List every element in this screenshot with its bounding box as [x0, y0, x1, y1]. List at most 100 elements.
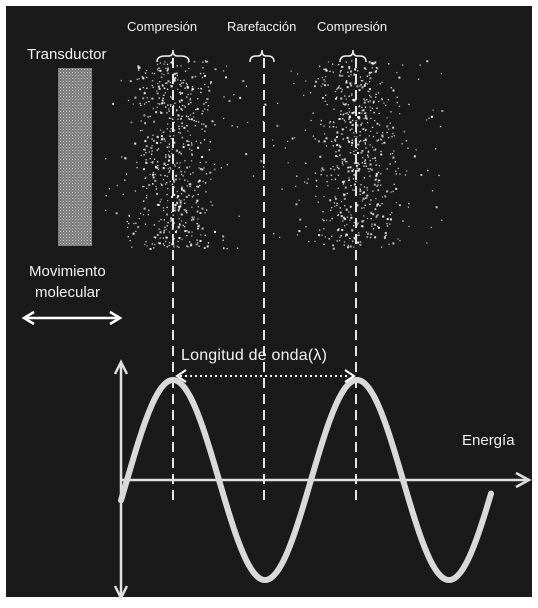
particle	[191, 89, 193, 92]
particle	[386, 225, 389, 227]
particle	[390, 87, 392, 89]
particle	[310, 119, 312, 122]
particle	[398, 204, 401, 207]
particle	[356, 167, 358, 169]
particle	[140, 120, 142, 122]
particle	[392, 89, 395, 92]
particle	[131, 246, 133, 248]
particle	[366, 83, 369, 85]
particle	[152, 134, 154, 136]
particle	[163, 209, 165, 211]
particle	[233, 94, 235, 96]
particle	[366, 189, 368, 191]
particle	[330, 168, 332, 170]
particle	[368, 88, 371, 91]
particle	[352, 123, 354, 126]
particle	[315, 195, 317, 197]
particle	[365, 68, 367, 70]
particle	[143, 154, 145, 156]
particle	[441, 219, 443, 221]
particle	[390, 191, 392, 193]
particle	[157, 148, 160, 150]
particle	[365, 231, 368, 233]
particle	[181, 109, 183, 111]
particle	[324, 100, 326, 102]
particle	[164, 140, 166, 142]
particle	[406, 170, 408, 172]
particle	[238, 215, 240, 217]
particle	[179, 178, 181, 180]
particle	[349, 237, 351, 240]
particle	[319, 65, 321, 67]
particle	[368, 170, 370, 173]
particle	[148, 209, 150, 211]
particle	[380, 139, 382, 141]
particle	[379, 124, 381, 126]
particle	[348, 179, 350, 182]
particle	[166, 70, 168, 72]
particle	[336, 204, 338, 207]
particle	[347, 167, 349, 169]
particle	[341, 229, 344, 231]
particle	[430, 226, 432, 229]
particle	[368, 71, 371, 74]
particle	[185, 115, 188, 117]
particle	[323, 79, 325, 81]
particle	[152, 162, 154, 164]
particle	[347, 244, 349, 246]
particle	[160, 142, 162, 144]
particle	[151, 97, 154, 100]
particle	[170, 219, 173, 221]
particle	[323, 228, 325, 230]
particle	[187, 246, 189, 248]
particle	[170, 138, 172, 140]
particle	[367, 151, 369, 153]
particle	[358, 141, 361, 143]
particle	[298, 230, 301, 233]
particle	[346, 86, 349, 89]
particle	[140, 154, 142, 157]
particle	[321, 77, 324, 79]
particle	[372, 213, 375, 216]
particle	[320, 85, 322, 87]
particle	[128, 215, 130, 217]
particle	[205, 101, 207, 104]
particle	[363, 207, 365, 209]
particle	[139, 130, 142, 132]
compression-right-bracket	[339, 49, 367, 63]
particle	[365, 82, 367, 84]
particle	[399, 173, 401, 175]
particle	[130, 121, 133, 124]
particle	[367, 150, 370, 152]
particle	[170, 128, 172, 130]
particle	[198, 245, 200, 247]
particle	[331, 140, 333, 143]
particle	[336, 136, 338, 138]
particle	[151, 138, 153, 140]
particle	[169, 180, 171, 183]
particle	[361, 225, 364, 228]
particle	[357, 116, 359, 119]
particle	[356, 85, 359, 88]
particle	[385, 234, 387, 236]
particle	[361, 200, 364, 202]
particle	[204, 108, 206, 110]
particle	[341, 158, 343, 161]
particle	[359, 243, 362, 246]
particle	[191, 154, 193, 156]
particle	[178, 210, 180, 212]
particle	[177, 88, 179, 90]
particle	[373, 183, 376, 186]
particle	[351, 230, 353, 232]
particle	[331, 235, 333, 237]
particle	[351, 112, 354, 115]
particle	[348, 118, 350, 120]
particle	[150, 146, 153, 149]
particle	[363, 67, 366, 70]
particle	[159, 69, 162, 72]
particle	[163, 219, 165, 221]
particle	[231, 125, 233, 127]
particle	[369, 159, 371, 162]
particle	[419, 64, 421, 66]
particle	[367, 168, 369, 170]
